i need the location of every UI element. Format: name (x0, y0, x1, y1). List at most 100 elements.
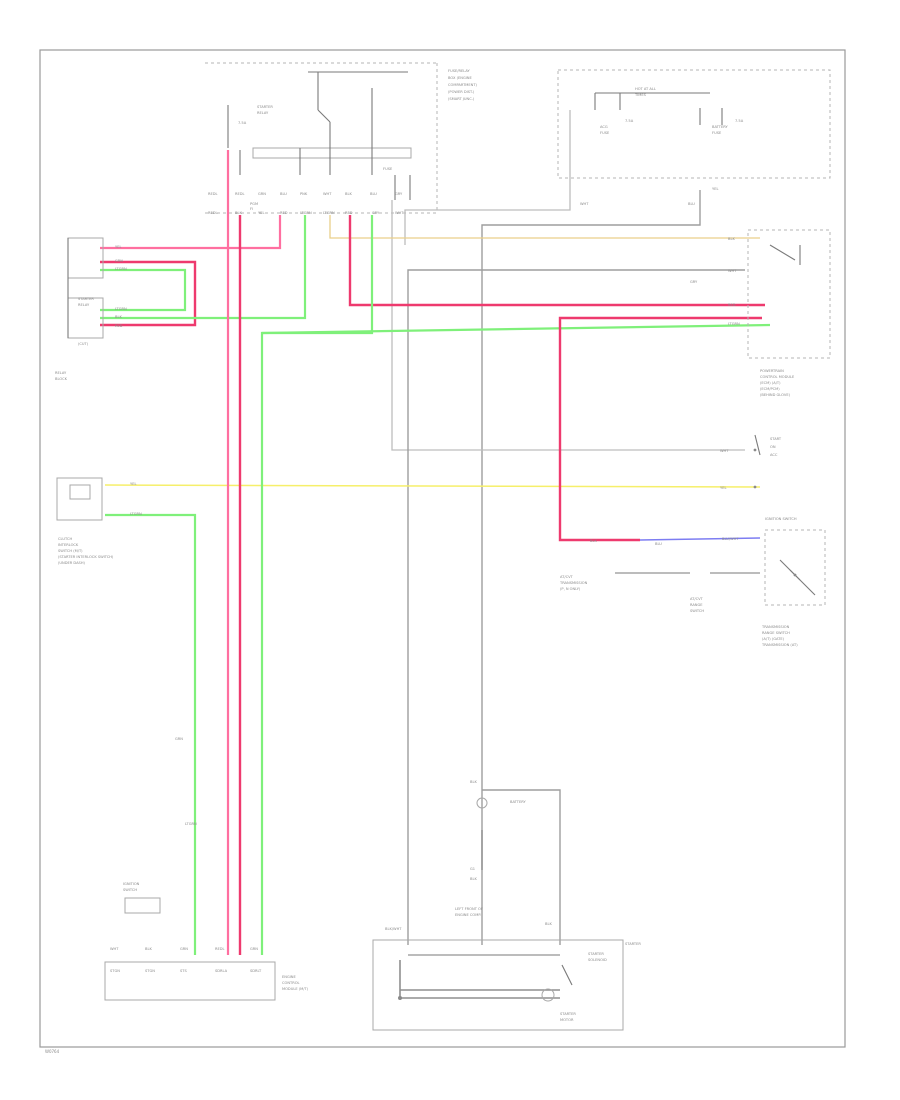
svg-text:CONTROL MODULE: CONTROL MODULE (760, 375, 795, 379)
svg-text:COMPARTMENT): COMPARTMENT) (448, 83, 478, 87)
svg-text:LTGRN: LTGRN (300, 211, 312, 215)
svg-text:CONTROL: CONTROL (282, 981, 300, 985)
svg-text:ACC: ACC (770, 453, 778, 457)
frame-id: W0764 (45, 1049, 60, 1054)
svg-text:YEL: YEL (130, 482, 136, 486)
svg-text:START: START (770, 437, 782, 441)
svg-text:POWERTRAIN: POWERTRAIN (760, 369, 784, 373)
svg-text:SDRLA: SDRLA (215, 969, 228, 973)
svg-text:TIMES: TIMES (634, 93, 647, 97)
svg-text:FI: FI (250, 207, 253, 211)
diagram-frame (39, 49, 846, 1048)
svg-text:G1: G1 (470, 867, 475, 871)
svg-text:BOX (ENGINE: BOX (ENGINE (448, 76, 472, 80)
svg-text:BLK/WHT: BLK/WHT (385, 927, 402, 931)
svg-text:SDRLT: SDRLT (250, 969, 262, 973)
svg-text:RELAY: RELAY (257, 111, 269, 115)
svg-text:BATTERY: BATTERY (510, 800, 527, 804)
ignition-switch: START ON ACC WHT YEL IGNITION SWITCH (720, 434, 797, 521)
svg-text:(BEHIND GLOVE): (BEHIND GLOVE) (760, 393, 791, 397)
svg-text:LTGRN: LTGRN (728, 322, 740, 326)
svg-text:CLUTCH: CLUTCH (58, 537, 72, 541)
data-link-connector: IGNITION SWITCH WHT BLK GRN REDL GRN STG… (104, 882, 309, 1001)
starter-assembly: BLK BATTERY G1 BLK LEFT FRONT OF ENGINE … (372, 780, 641, 1031)
svg-text:AT/CVT: AT/CVT (690, 597, 704, 601)
svg-text:STARTER: STARTER (560, 1012, 576, 1016)
svg-text:FUSE: FUSE (383, 167, 393, 171)
engine-control-module-right: BLK WHT GRY RED LTGRN POWERTRAIN CONTROL… (690, 229, 831, 397)
svg-text:LTGRN: LTGRN (115, 267, 127, 271)
svg-text:YEL: YEL (720, 486, 726, 490)
svg-text:WHT: WHT (720, 449, 729, 453)
svg-text:FUSE: FUSE (600, 131, 610, 135)
svg-text:IGNITION SWITCH: IGNITION SWITCH (765, 517, 797, 521)
svg-text:BLU/WHT: BLU/WHT (722, 537, 739, 541)
svg-text:GRN: GRN (180, 947, 188, 951)
svg-text:TRANSMISSION (AT): TRANSMISSION (AT) (761, 643, 798, 647)
svg-text:RANGE SWITCH: RANGE SWITCH (762, 631, 790, 635)
svg-text:SWITCH: SWITCH (690, 609, 704, 613)
svg-text:BLK: BLK (590, 539, 597, 543)
svg-text:BATTERY: BATTERY (712, 125, 729, 129)
svg-text:RELAY: RELAY (55, 371, 67, 375)
svg-text:SWITCH: SWITCH (123, 888, 137, 892)
svg-text:7.5A: 7.5A (625, 119, 634, 123)
svg-text:7.5A: 7.5A (238, 121, 247, 125)
svg-text:LTGRN: LTGRN (185, 822, 197, 826)
svg-text:WHT: WHT (395, 211, 404, 215)
svg-text:ENGINE: ENGINE (282, 975, 296, 979)
relay-left: STARTER RELAY (CUT) RELAY BLOCK YEL GRN … (55, 237, 127, 381)
svg-text:STARTER: STARTER (588, 952, 604, 956)
relay-fuse-block: FUSE/RELAY BOX (ENGINE COMPARTMENT) (POW… (205, 62, 478, 215)
svg-text:GRY: GRY (690, 280, 698, 284)
svg-text:BLK: BLK (728, 237, 735, 241)
svg-text:BLK: BLK (145, 947, 152, 951)
svg-text:LTGRN: LTGRN (115, 307, 127, 311)
svg-text:STGN: STGN (110, 969, 120, 973)
svg-text:REDL: REDL (235, 192, 245, 196)
svg-text:RED: RED (345, 211, 353, 215)
svg-text:MOTOR: MOTOR (560, 1018, 574, 1022)
svg-text:BLK: BLK (470, 780, 477, 784)
svg-text:(POWER DIST.): (POWER DIST.) (448, 90, 475, 94)
svg-text:ACG: ACG (600, 125, 608, 129)
wires (100, 110, 771, 999)
svg-text:(SMART JUNC.): (SMART JUNC.) (448, 97, 475, 101)
lock-switch-module: CLUTCH INTERLOCK SWITCH (M/T) (STARTER I… (56, 477, 197, 826)
svg-text:BLU: BLU (655, 542, 662, 546)
svg-text:TRANSMISSION: TRANSMISSION (559, 581, 588, 585)
top-right-fuse-box: HOT AT ALL TIMES ACG FUSE 7.5A BATTERY F… (557, 69, 831, 206)
svg-text:INTERLOCK: INTERLOCK (58, 543, 79, 547)
svg-text:(UNDER DASH): (UNDER DASH) (58, 561, 86, 565)
svg-text:REDL: REDL (215, 947, 225, 951)
svg-text:BLK: BLK (545, 922, 552, 926)
svg-text:FUSE: FUSE (712, 131, 722, 135)
svg-text:MODULE (M/T): MODULE (M/T) (282, 987, 309, 991)
svg-text:RELAY: RELAY (78, 303, 90, 307)
svg-text:YEL: YEL (712, 187, 718, 191)
svg-text:WHT: WHT (110, 947, 119, 951)
svg-text:TRANSMISSION: TRANSMISSION (761, 625, 790, 629)
svg-text:GRN: GRN (258, 192, 266, 196)
svg-text:WHT: WHT (580, 202, 589, 206)
svg-text:GRN: GRN (115, 259, 123, 263)
svg-text:WHT: WHT (728, 269, 737, 273)
svg-text:LEFT FRONT OF: LEFT FRONT OF (455, 907, 483, 911)
svg-text:SWITCH (M/T): SWITCH (M/T) (58, 549, 83, 553)
svg-text:LTGRN: LTGRN (130, 512, 142, 516)
svg-text:BLK: BLK (235, 211, 242, 215)
svg-text:ON: ON (770, 445, 776, 449)
svg-text:WHT: WHT (323, 192, 332, 196)
svg-text:GRN: GRN (250, 947, 258, 951)
svg-text:BLU: BLU (688, 202, 695, 206)
transmission-range-switch: BLK BLU BLU/WHT AT/CVT TRANSMISSION (P, … (559, 529, 826, 647)
svg-text:PGM: PGM (250, 202, 258, 206)
svg-text:RANGE: RANGE (690, 603, 703, 607)
svg-text:RED: RED (280, 211, 288, 215)
svg-text:GRY: GRY (395, 192, 403, 196)
svg-text:FUSE/RELAY: FUSE/RELAY (448, 69, 470, 73)
svg-text:YEL: YEL (115, 245, 121, 249)
svg-text:(STARTER INTERLOCK SWITCH): (STARTER INTERLOCK SWITCH) (58, 555, 114, 559)
svg-text:STS: STS (180, 969, 187, 973)
